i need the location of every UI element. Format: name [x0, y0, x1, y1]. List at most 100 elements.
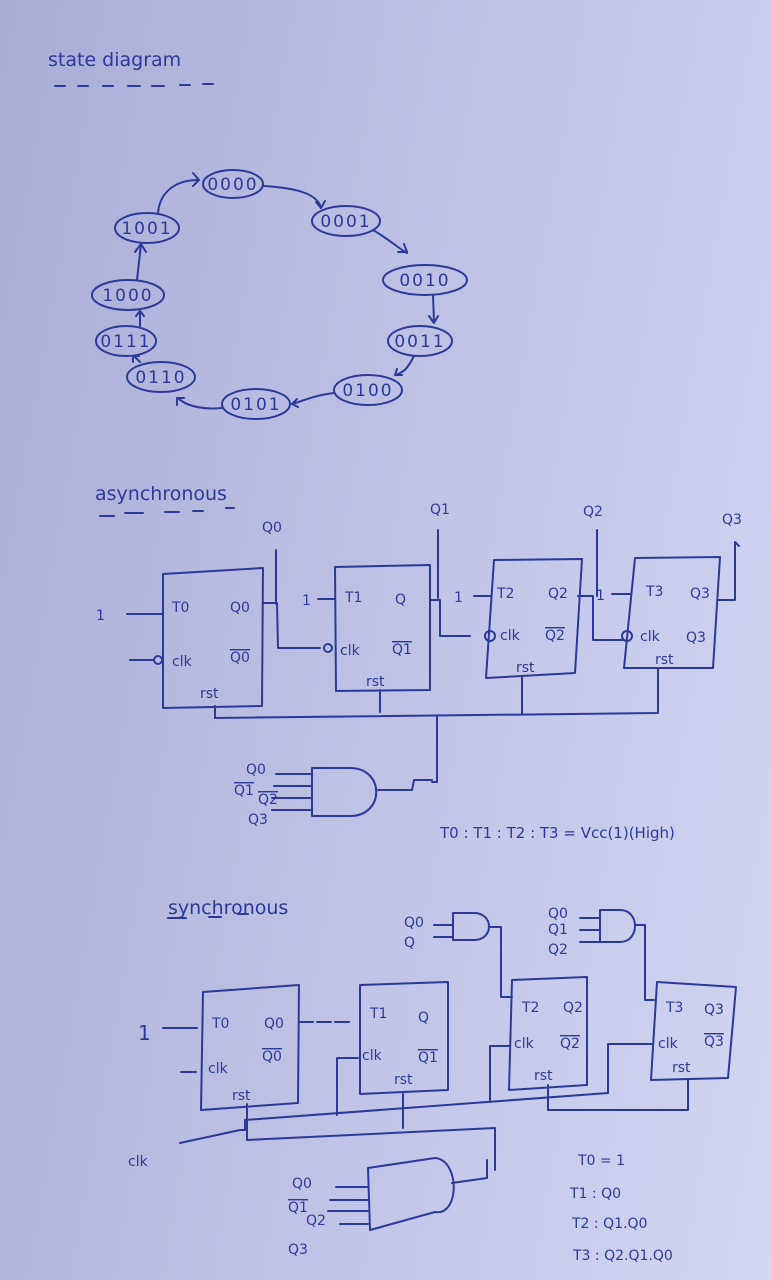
svg-text:Q3: Q3 [690, 586, 710, 602]
state-diagram: 0000 0001 0010 0011 0100 0101 0110 0111 [91, 169, 468, 420]
svg-text:rst: rst [516, 660, 535, 676]
svg-text:Q1: Q1 [548, 922, 568, 938]
svg-text:T3: T3 [665, 1000, 683, 1016]
output-label-q1: Q1 [430, 502, 450, 518]
sync-reset-and-gate: Q0 Q1 Q2 Q3 [288, 1157, 488, 1258]
svg-text:Q2: Q2 [548, 942, 568, 958]
equation-t2: T2 : Q1.Q0 [571, 1216, 647, 1232]
async-counter-circuit: T0 Q0 Q0 clk rst 1 Q0 T1 Q Q1 clk rst 1 [96, 502, 742, 842]
reset-bus [214, 667, 659, 783]
svg-text:0100: 0100 [342, 381, 393, 401]
svg-text:Q0: Q0 [404, 915, 424, 931]
arrow-head-icon [394, 368, 403, 376]
svg-text:Q2: Q2 [545, 628, 565, 644]
state-node-1000: 1000 [91, 279, 165, 311]
svg-text:Q2: Q2 [548, 586, 568, 602]
sync-and-gate-t2: Q0 Q [404, 912, 513, 998]
sync-reset-bus [246, 1079, 689, 1171]
svg-text:Q0: Q0 [548, 906, 568, 922]
output-label-q3: Q3 [722, 512, 742, 528]
transition-arrow [291, 392, 335, 405]
svg-text:rst: rst [232, 1088, 251, 1104]
state-node-0100: 0100 [333, 374, 403, 406]
svg-text:T1: T1 [344, 590, 362, 606]
svg-text:T3: T3 [645, 584, 663, 600]
svg-text:Q0: Q0 [230, 650, 250, 666]
svg-text:rst: rst [534, 1068, 553, 1084]
sync-flipflop-t2: T2 Q2 Q2 clk rst [489, 976, 588, 1101]
async-flipflop-t0: T0 Q0 Q0 clk rst 1 [96, 567, 264, 709]
svg-text:T1: T1 [369, 1006, 387, 1022]
svg-text:Q1: Q1 [418, 1050, 438, 1066]
svg-text:0000: 0000 [207, 175, 258, 195]
svg-text:Q0: Q0 [264, 1016, 284, 1032]
heading-underline [54, 83, 214, 87]
svg-text:Q0: Q0 [246, 762, 266, 778]
svg-text:Q3: Q3 [248, 812, 268, 828]
sync-flipflop-t1: T1 Q Q1 clk rst [336, 981, 449, 1116]
svg-text:clk: clk [340, 643, 361, 659]
svg-text:1000: 1000 [102, 286, 153, 306]
clock-bubble-icon [484, 630, 496, 642]
arrow-head-icon [428, 315, 439, 324]
arrow-head-icon [192, 172, 200, 187]
transition-arrow [157, 179, 199, 214]
state-node-0000: 0000 [202, 169, 264, 199]
svg-text:Q: Q [418, 1010, 429, 1026]
sync-counter-circuit: T0 Q0 Q0 clk rst 1 T1 Q Q1 clk rst Q0 Q [128, 906, 737, 1264]
sync-and-gate-t3: Q0 Q1 Q2 [548, 906, 655, 1001]
svg-text:clk: clk [640, 629, 661, 645]
svg-text:clk: clk [362, 1048, 383, 1064]
svg-text:rst: rst [366, 674, 385, 690]
svg-text:clk: clk [514, 1036, 535, 1052]
svg-text:0011: 0011 [394, 332, 445, 352]
clock-bubble-icon [323, 643, 333, 653]
svg-text:Q2: Q2 [306, 1213, 326, 1229]
svg-text:0001: 0001 [320, 212, 371, 232]
svg-text:Q1: Q1 [234, 783, 254, 799]
svg-text:1: 1 [96, 608, 105, 624]
svg-text:clk: clk [500, 628, 521, 644]
svg-text:Q2: Q2 [258, 792, 278, 808]
arrow-head-icon [134, 243, 147, 253]
svg-text:1: 1 [302, 593, 311, 609]
svg-text:1001: 1001 [121, 219, 172, 239]
asynchronous-heading: asynchronous [95, 483, 227, 505]
async-flipflop-t1: T1 Q Q1 clk rst 1 [302, 564, 431, 692]
arrow-head-icon [315, 200, 326, 209]
svg-text:Q0: Q0 [230, 600, 250, 616]
transition-arrow [136, 243, 142, 281]
state-node-0110: 0110 [126, 361, 196, 393]
svg-text:rst: rst [672, 1060, 691, 1076]
async-flipflop-t2: T2 Q2 Q2 clk rst 1 [454, 558, 583, 679]
svg-text:clk: clk [172, 654, 193, 670]
svg-text:1: 1 [138, 1021, 151, 1045]
state-diagram-heading: state diagram [48, 49, 181, 71]
arrow-head-icon [135, 310, 145, 317]
clock-bus [179, 1092, 609, 1144]
svg-text:Q0: Q0 [262, 1049, 282, 1065]
svg-text:1: 1 [454, 590, 463, 606]
state-node-0111: 0111 [95, 325, 157, 357]
sync-flipflop-t0: T0 Q0 Q0 clk rst 1 [138, 984, 300, 1111]
svg-text:Q: Q [404, 935, 415, 951]
equation-t0: T0 = 1 [577, 1153, 625, 1169]
arrow-head-icon [132, 355, 140, 363]
clk-label: clk [128, 1154, 149, 1170]
svg-text:Q2: Q2 [563, 1000, 583, 1016]
async-note: T0 : T1 : T2 : T3 = Vcc(1)(High) [439, 824, 675, 842]
clock-bubble-icon [153, 655, 163, 665]
svg-text:0010: 0010 [399, 271, 450, 291]
output-label-q0: Q0 [262, 520, 282, 536]
svg-text:Q3: Q3 [686, 630, 706, 646]
svg-text:0110: 0110 [135, 368, 186, 388]
svg-text:T0: T0 [211, 1016, 229, 1032]
transition-arrow [177, 397, 223, 410]
equation-t1: T1 : Q0 [569, 1186, 621, 1202]
svg-text:rst: rst [655, 652, 674, 668]
svg-text:Q2: Q2 [560, 1036, 580, 1052]
heading-underline [167, 913, 249, 919]
svg-text:Q1: Q1 [288, 1200, 308, 1216]
svg-text:T2: T2 [496, 586, 514, 602]
